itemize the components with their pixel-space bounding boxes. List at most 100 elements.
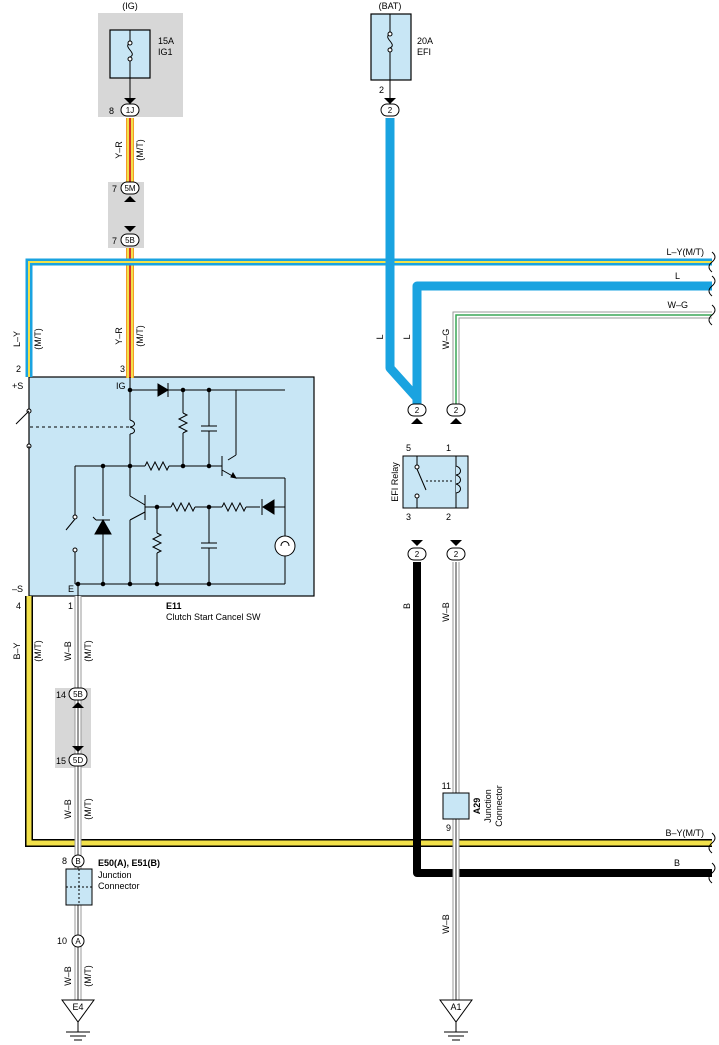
fuse-ig-supply: (IG) (122, 1, 138, 11)
connector-relay-bot-right (446, 540, 466, 561)
switch-pin-splus: 2 (16, 364, 21, 374)
wire-label-wb1-color: W–B (63, 641, 73, 661)
wire-wg (452, 311, 712, 405)
wire-label-wb-low: W–B (441, 914, 451, 934)
j2-bot-pin: 15 (56, 756, 66, 766)
j2-bot-conn: 5D (73, 756, 83, 765)
relay-conn-tr: 2 (454, 406, 459, 415)
relay-pin2: 2 (446, 512, 451, 522)
connector-relay-top-right (446, 403, 466, 424)
fuse-bat-supply: (BAT) (379, 1, 402, 11)
wire-by (25, 596, 712, 847)
wire-label-l-a: L (375, 334, 385, 339)
fuse-bat-rating: 20A (417, 36, 433, 46)
wire-label-wg: W–G (441, 329, 451, 350)
j1-bot-conn: 5B (125, 236, 135, 245)
clutch-switch-box (28, 376, 315, 597)
ground-a1-label: A1 (450, 1002, 461, 1012)
e50-conn-top: B (75, 857, 80, 866)
j2-top-conn: 5B (73, 690, 83, 699)
wire-label-ly-color: L–Y (12, 331, 22, 347)
wire-label-yr-top-color: Y–R (114, 141, 124, 159)
fuse-ig (109, 29, 151, 100)
wire-label-wb3-color: W–B (63, 966, 73, 986)
connector-bat-2 (380, 98, 400, 117)
wire-label-by-mt: (M/T) (33, 640, 43, 662)
switch-label-ig: IG (116, 381, 126, 391)
relay-name: EFI Relay (390, 462, 400, 502)
junction-e50 (65, 854, 93, 948)
connector-5d (68, 746, 88, 767)
switch-label-sminus: –S (12, 584, 23, 594)
wire-label-wb1-mt: (M/T) (83, 640, 93, 662)
fuse-bat-conn: 2 (388, 106, 393, 115)
e50-name-2: Connector (98, 881, 140, 891)
wire-label-by-right: B–Y(M/T) (665, 828, 704, 838)
wire-label-wb2-color: W–B (63, 799, 73, 819)
connector-5m (120, 181, 140, 202)
fuse-ig-conn: 1J (126, 106, 134, 115)
fuse-ig-name: IG1 (158, 47, 173, 57)
connector-relay-bot-left (407, 540, 427, 561)
wire-label-yr-mid-color: Y–R (114, 327, 124, 345)
ground-a1 (439, 999, 473, 1041)
wire-label-by-color: B–Y (12, 642, 22, 659)
wire-label-ly-right: L–Y(M/T) (666, 247, 704, 257)
a29-name-2: Connector (494, 785, 504, 827)
connector-5b-low (68, 687, 88, 708)
wire-l (385, 118, 712, 405)
e50-id: E50(A), E51(B) (98, 858, 160, 868)
wire-label-wb-relay: W–B (441, 602, 451, 622)
switch-pin-e: 1 (68, 601, 73, 611)
connector-1j (120, 98, 140, 117)
a29-id: A29 (472, 798, 482, 815)
switch-pin-sminus: 4 (16, 601, 21, 611)
relay-pin5: 5 (406, 443, 411, 453)
wire-ly (25, 258, 712, 377)
ground-e4-label: E4 (72, 1002, 83, 1012)
relay-conn-br: 2 (454, 550, 459, 559)
fuse-ig-rating: 15A (158, 36, 174, 46)
wire-label-yr-mid-mt: (M/T) (135, 325, 145, 347)
wire-label-ly-mt: (M/T) (33, 328, 43, 350)
j1-top-conn: 5M (124, 184, 135, 193)
relay-conn-bl: 2 (415, 550, 420, 559)
junction-a29 (442, 792, 470, 820)
relay-conn-tl: 2 (415, 406, 420, 415)
e50-conn-bot: A (75, 937, 81, 946)
wire-label-l-b: L (402, 334, 412, 339)
wire-break-marks (708, 251, 716, 884)
e50-pin-bot: 10 (57, 936, 67, 946)
wire-label-yr-top-mt: (M/T) (135, 139, 145, 161)
wire-label-wg-right: W–G (667, 300, 688, 310)
wire-label-wb3-mt: (M/T) (83, 965, 93, 987)
e50-pin-top: 8 (62, 856, 67, 866)
relay-pin1: 1 (446, 443, 451, 453)
connector-relay-top-left (407, 403, 427, 424)
j2-top-pin: 14 (56, 690, 66, 700)
a29-pin-bot: 9 (446, 823, 451, 833)
wire-label-b-right: B (674, 858, 680, 868)
efi-relay-internals (414, 456, 461, 508)
wire-b (413, 562, 712, 877)
a29-pin-top: 11 (442, 781, 451, 791)
fuse-bat-name: EFI (417, 47, 431, 57)
switch-id: E11 (166, 601, 182, 611)
a29-name-1: Junction (483, 789, 493, 823)
switch-pin-ig: 3 (120, 364, 125, 374)
j1-top-pin: 7 (112, 184, 117, 194)
switch-name: Clutch Start Cancel SW (166, 612, 261, 622)
ground-e4 (61, 999, 95, 1041)
wire-label-wb2-mt: (M/T) (83, 798, 93, 820)
wire-label-b: B (402, 603, 412, 609)
e50-name-1: Junction (98, 870, 132, 880)
fuse-bat-pin: 2 (379, 85, 384, 95)
wire-yr-mid (126, 248, 134, 378)
j1-bot-pin: 7 (112, 236, 117, 246)
fuse-ig-pin: 8 (109, 106, 114, 116)
switch-label-splus: +S (12, 381, 23, 391)
fuse-bat (370, 13, 412, 100)
relay-pin3: 3 (406, 512, 411, 522)
switch-internals (15, 377, 296, 596)
